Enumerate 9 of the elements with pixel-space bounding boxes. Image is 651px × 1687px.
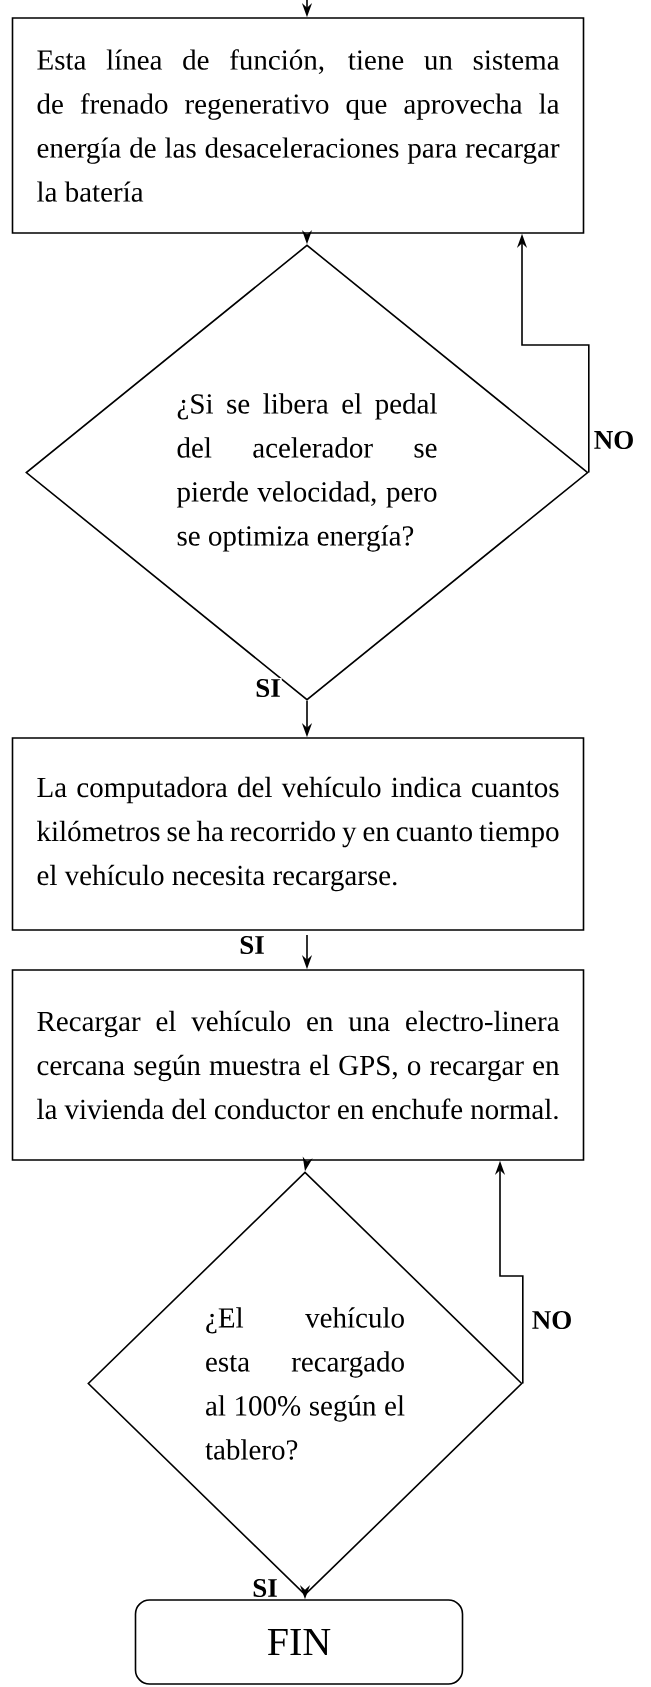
edge-label: SI [254,677,282,699]
terminal-box: FIN [134,1599,464,1685]
process-box: La computadora del vehículo indica cuantos kilómetros se ha recorrido y en cuanto tiempo el vehículo necesita recargarse. [11,737,585,931]
edge-label: SI [238,934,266,956]
edge-label: NO [592,429,636,451]
process-box: Recargar el vehículo en una electro-linera cercana según muestra el GPS, o recargar en la vivienda del conductor en enchufe normal. [11,969,585,1161]
edge-label: NO [530,1309,574,1331]
process-box: Esta línea de función, tiene un sistema de frenado regenerativo que aprovecha la energía de las desaceleraciones para recargar la batería [11,17,585,234]
edge-label: SI [251,1577,279,1599]
